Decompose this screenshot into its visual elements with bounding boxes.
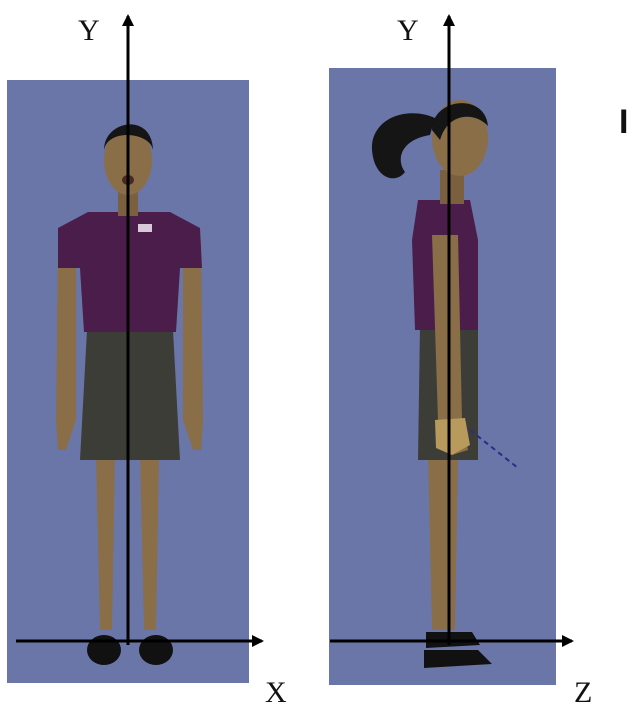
front-shirt-logo [138,224,152,232]
side-y-axis-label: Y [397,14,419,47]
front-x-axis-label: X [265,676,287,707]
front-left-arm [56,240,76,450]
front-y-axis-label: Y [78,14,100,47]
front-right-arm [183,240,203,450]
side-z-axis-label: Z [574,676,592,707]
side-view-panel [329,68,556,685]
cropped-edge-label: I [619,103,628,141]
side-leg [428,455,458,630]
front-shorts [80,330,180,460]
